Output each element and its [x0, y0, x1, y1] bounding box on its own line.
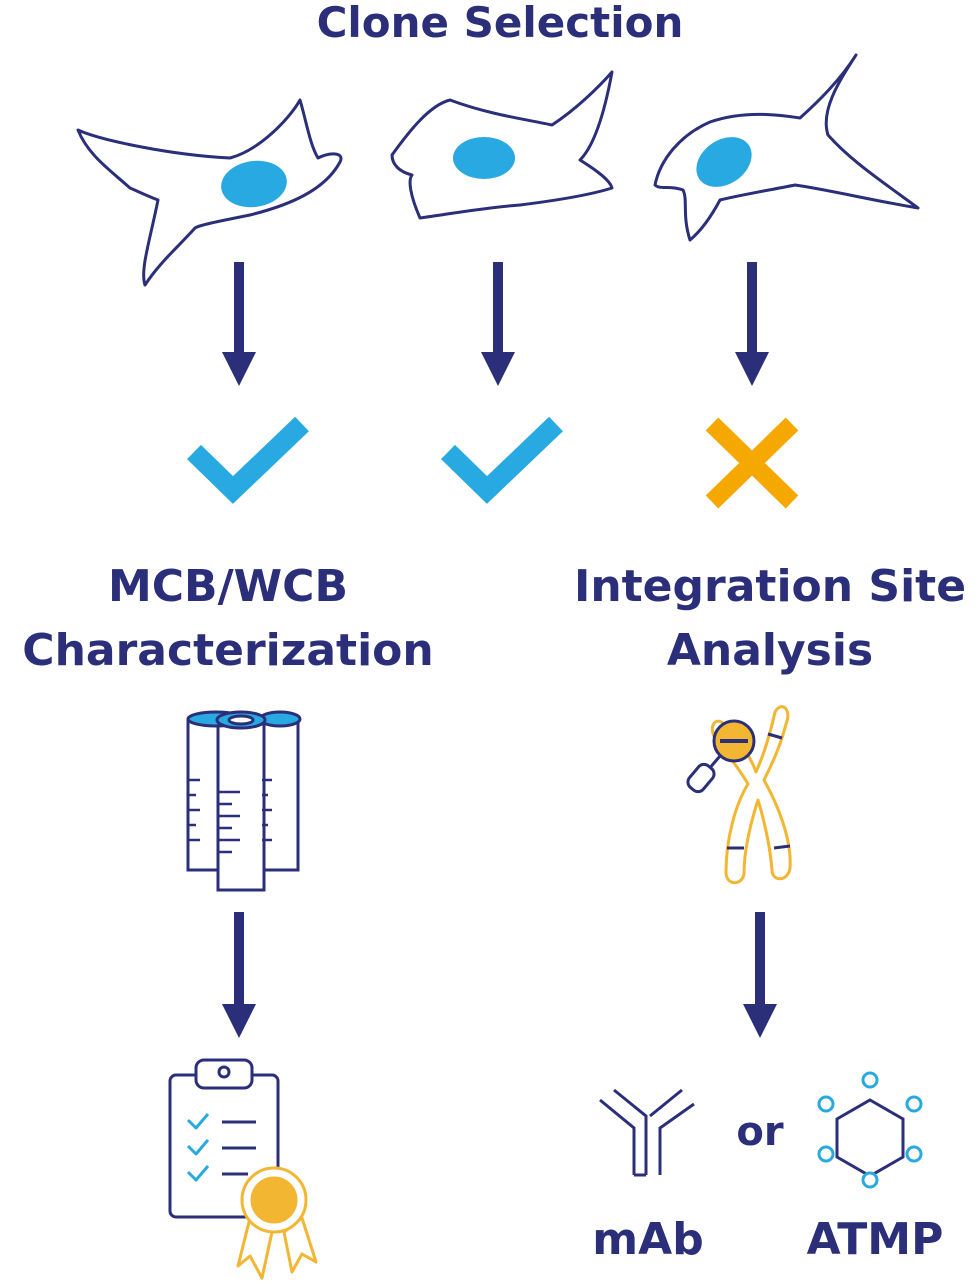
atmp-hexagon-icon	[817, 1071, 923, 1189]
mab-label: mAb	[592, 1214, 704, 1265]
cell-bank-tubes-icon	[186, 710, 302, 892]
isa-label-line-1: Integration Site	[573, 561, 967, 612]
arrow-down-2-icon	[481, 262, 515, 386]
page-title: Clone Selection	[316, 0, 684, 47]
process-arrows	[222, 912, 777, 1038]
cell-3-nucleus	[696, 137, 752, 187]
mcb-wcb-characterization-label: MCB/WCB Characterization	[0, 555, 456, 683]
mcb-label-line-2: Characterization	[22, 625, 434, 676]
checkmark-2-icon	[441, 416, 563, 504]
cell-2-icon	[390, 70, 614, 220]
antibody-icon	[599, 1088, 695, 1177]
cell-1-nucleus	[221, 160, 287, 208]
selection-arrows	[222, 262, 769, 386]
cell-3-icon	[653, 53, 920, 242]
cell-2-nucleus	[453, 137, 515, 179]
cross-icon	[705, 417, 799, 509]
cell-1-membrane	[76, 98, 343, 287]
chromosome-icon	[686, 705, 792, 885]
clipboard-certificate-icon	[168, 1058, 318, 1280]
atmp-label: ATMP	[806, 1214, 944, 1265]
mcb-label-line-1: MCB/WCB	[107, 561, 349, 612]
or-connector-label: or	[736, 1109, 784, 1155]
cell-1-icon	[76, 98, 343, 287]
checkmark-1-icon	[187, 416, 309, 504]
isa-label-line-2: Analysis	[666, 625, 874, 676]
integration-site-analysis-label: Integration Site Analysis	[560, 555, 980, 683]
arrow-down-5-icon	[743, 912, 777, 1038]
arrow-down-3-icon	[735, 262, 769, 386]
arrow-down-1-icon	[222, 262, 256, 386]
arrow-down-4-icon	[222, 912, 256, 1038]
cell-3-membrane	[653, 53, 920, 242]
